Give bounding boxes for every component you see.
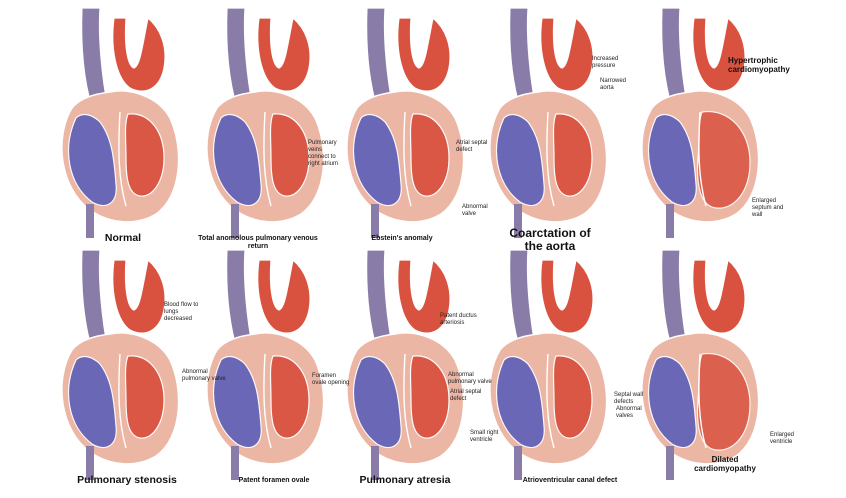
annotation-pa-small-rv: Small right ventricle: [470, 430, 499, 443]
heart-pfo: [206, 249, 325, 480]
heart-avcd: [489, 249, 608, 480]
heart-pulm-stenosis: [61, 249, 180, 480]
annotation-ps-valve: Abnormal pulmonary valve: [182, 369, 226, 382]
annotation-ebstein-asd: Atrial septal defect: [456, 140, 488, 153]
heart-ebstein: [346, 7, 465, 238]
caption-ebstein: Ebstein's anomaly: [371, 235, 433, 242]
heart-pulm-atresia: [346, 249, 465, 480]
heart-coarctation: [489, 7, 608, 238]
caption-dcm: Dilated cardiomyopathy: [694, 455, 756, 473]
caption-avcd: Atrioventricular canal defect: [522, 477, 618, 484]
annotation-hcm-title: Hypertrophic cardiomyopathy: [728, 56, 790, 75]
caption-tapvr: Total anomolous pulmonary venous return: [198, 235, 318, 250]
annotation-ps-flow: Blood flow to lungs decreased: [164, 302, 199, 322]
heart-normal: [61, 7, 180, 238]
annotation-avcd-septal: Septal wall defects: [614, 392, 644, 405]
annotation-pa-ductus: Patent ductus arteriosis: [440, 313, 477, 326]
caption-pulm-atresia: Pulmonary atresia: [359, 474, 451, 486]
annotation-tapvr-pulmonary-veins: Pulmonary veins connect to right atrium: [308, 140, 339, 167]
annotation-avcd-valves: Abnormal valves: [616, 406, 642, 419]
caption-coarctation: Coarctation of the aorta: [509, 226, 591, 254]
heart-hcm: [641, 7, 760, 238]
annotation-dcm-ventricle: Enlarged ventricle: [770, 432, 795, 445]
caption-normal: Normal: [104, 232, 142, 244]
annotation-pfo-opening: Foramen ovale opening: [312, 373, 350, 386]
caption-pfo: Patent foramen ovale: [238, 477, 310, 484]
annotation-hcm-septum: Enlarged septum and wall: [752, 198, 784, 218]
annotation-coarct-narrowed: Narrowed aorta: [600, 78, 627, 91]
heart-dcm: [641, 249, 760, 480]
heart-tapvr: [206, 7, 325, 238]
caption-pulm-stenosis: Pulmonary stenosis: [77, 474, 177, 486]
annotation-coarct-pressure: Increased pressure: [592, 56, 619, 69]
annotation-pa-asd: Atrial septal defect: [450, 389, 482, 402]
annotation-pa-valve: Abnormal pulmonary valve: [448, 372, 492, 385]
annotation-ebstein-valve: Abnormal valve: [462, 204, 488, 217]
